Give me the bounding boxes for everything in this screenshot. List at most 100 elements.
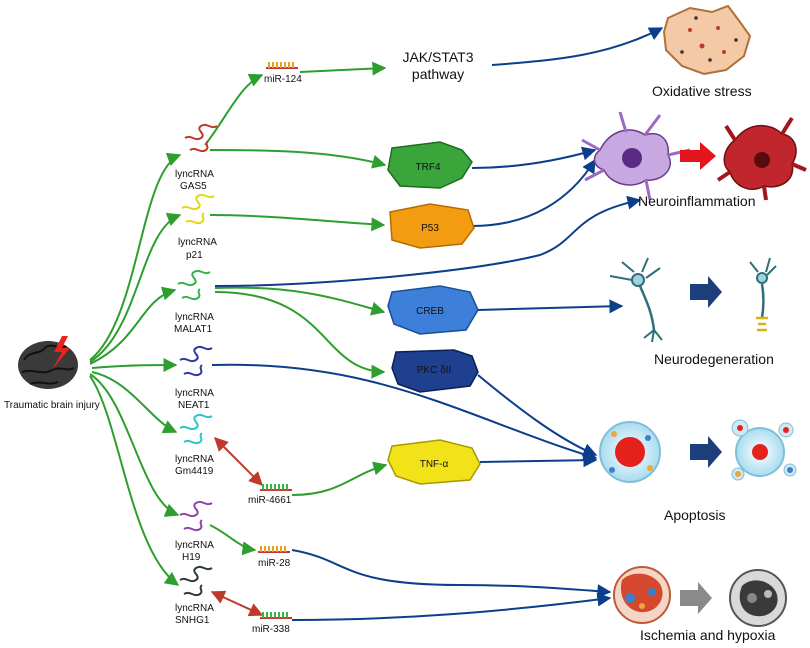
mirna-mir338-label: miR-338 [252,624,290,635]
rna-squiggle-icon [179,500,213,532]
outcome-ischemia-label: Ischemia and hypoxia [640,627,776,643]
apoptosis-arrow-icon [690,436,722,468]
lncrna-gm4419-line1: lyncRNA [175,454,214,465]
arrow-jak-oxidative [491,27,664,66]
outcome-oxidative: Oxidative stress [652,4,752,99]
lncrna-h19-line2: H19 [182,552,201,563]
lncrna-h19-line1: lyncRNA [175,540,214,551]
lncrna-column: lyncRNA GAS5 lyncRNA p21 lyncRNA MALAT1 … [174,123,218,626]
outcome-apoptosis-label: Apoptosis [664,507,725,523]
degeneration-arrow-icon [690,276,722,308]
hypoxic-tissue-icon [729,569,787,627]
rna-squiggle-icon [184,123,218,153]
pathway-line2: pathway [412,66,464,82]
mirna-ladder-icon [260,612,292,619]
arrow-p53-neuroinflammation [471,158,596,227]
brain-lightning-icon [18,336,78,389]
protein-trf4-label: TRF4 [416,162,441,173]
lncrna-p21-line2: p21 [186,250,203,261]
mirna-column: miR-124 miR-4661 miR-28 miR-338 [248,62,302,635]
pathway-line1: JAK/STAT3 [402,49,473,65]
lncrna-h19: lyncRNA H19 [175,500,214,563]
protein-creb: CREB [387,285,479,335]
arrow-snhg1-mir338 [210,590,264,617]
hypoxia-arrow-icon [680,582,712,614]
outcome-arrows [211,27,664,621]
brain-to-lncrna-arrows [89,152,182,586]
arrow-gm4419-mir4661 [214,437,263,486]
arrow-tnf-apoptosis [479,453,598,468]
lncrna-malat1-line1: lyncRNA [175,312,214,323]
rna-squiggle-icon [181,193,215,225]
jak-stat3-pathway: JAK/STAT3 pathway [402,49,473,82]
arrow-brain-gm4419 [91,371,178,434]
lncrna-p21-line1: lyncRNA [178,237,217,248]
outcome-apoptosis: Apoptosis [599,419,797,523]
activation-arrow-icon [680,142,716,170]
arrow-brain-p21 [89,212,182,363]
protein-creb-label: CREB [416,306,444,317]
lncrna-neat1-line2: NEAT1 [178,400,210,411]
lncrna-malat1-line2: MALAT1 [174,324,213,335]
lncrna-target-arrows [204,61,388,556]
apoptotic-cell-icon [731,419,797,481]
brain-node: Traumatic brain injury [4,336,100,411]
mirna-mir338: miR-338 [252,612,292,635]
outcome-neurodegeneration-label: Neurodegeneration [654,351,774,367]
arrow-malat1-pkc [214,291,386,379]
red-interaction-arrows [210,437,264,617]
arrow-brain-h19 [89,373,180,517]
lncrna-neat1-line1: lyncRNA [175,388,214,399]
arrow-mir28-ischemia [291,549,612,599]
arrow-mir4661-tnf [291,461,388,496]
mirna-mir4661: miR-4661 [248,484,292,506]
arrow-brain-gas5 [89,152,182,361]
arrow-brain-malat1 [89,286,177,365]
mirna-ladder-icon [260,484,292,491]
arrow-h19-mir28 [209,524,257,556]
mirna-mir124-label: miR-124 [264,74,302,85]
mirna-mir28: miR-28 [258,546,291,569]
outcome-neuroinflammation: Neuroinflammation [581,111,807,209]
protein-trf4: TRF4 [387,141,473,189]
protein-p53-label: P53 [421,223,439,234]
protein-tnf-label: TNF-α [420,459,449,470]
outcome-ischemia: Ischemia and hypoxia [613,566,787,643]
protein-pkc-label: PKC δII [417,365,451,376]
arrow-neat1-apoptosis [211,363,598,462]
arrow-gas5-trf4 [209,149,387,169]
lncrna-snhg1: lyncRNA SNHG1 [175,565,214,626]
arrow-brain-snhg1 [89,375,180,586]
arrow-malat1-neuroinflammation [214,195,642,287]
lncrna-gas5: lyncRNA GAS5 [175,123,218,192]
lncrna-snhg1-line1: lyncRNA [175,603,214,614]
damaged-cell-icon [662,4,752,76]
arrow-p21-p53 [209,214,386,232]
mirna-mir124: miR-124 [264,62,302,85]
degenerated-neuron-icon [749,257,777,332]
arrow-trf4-neuroinflammation [471,146,597,169]
outcome-neuroinflammation-label: Neuroinflammation [638,193,756,209]
healthy-cell-icon [599,421,661,483]
outcome-neurodegeneration: Neurodegeneration [609,257,777,367]
lncrna-gas5-line2: GAS5 [180,181,207,192]
microglia-resting-icon [581,111,691,201]
protein-p53: P53 [389,203,475,249]
lncrna-snhg1-line2: SNHG1 [175,615,210,626]
rna-squiggle-icon [179,345,213,377]
lncrna-malat1: lyncRNA MALAT1 [174,269,214,335]
mirna-mir28-label: miR-28 [258,558,291,569]
outcome-oxidative-label: Oxidative stress [652,83,752,99]
arrow-gas5-mir124 [204,73,264,146]
rna-squiggle-icon [179,565,213,597]
arrow-creb-neurodegeneration [477,299,624,314]
healthy-neuron-icon [609,257,663,343]
lncrna-gm4419: lyncRNA Gm4419 [175,413,214,477]
arrow-mir338-ischemia [291,592,612,621]
protein-pkc: PKC δII [391,349,479,393]
mirna-ladder-icon [266,62,298,69]
brain-label: Traumatic brain injury [4,400,100,411]
mirna-mir4661-label: miR-4661 [248,495,292,506]
arrow-brain-neat1 [91,358,178,373]
